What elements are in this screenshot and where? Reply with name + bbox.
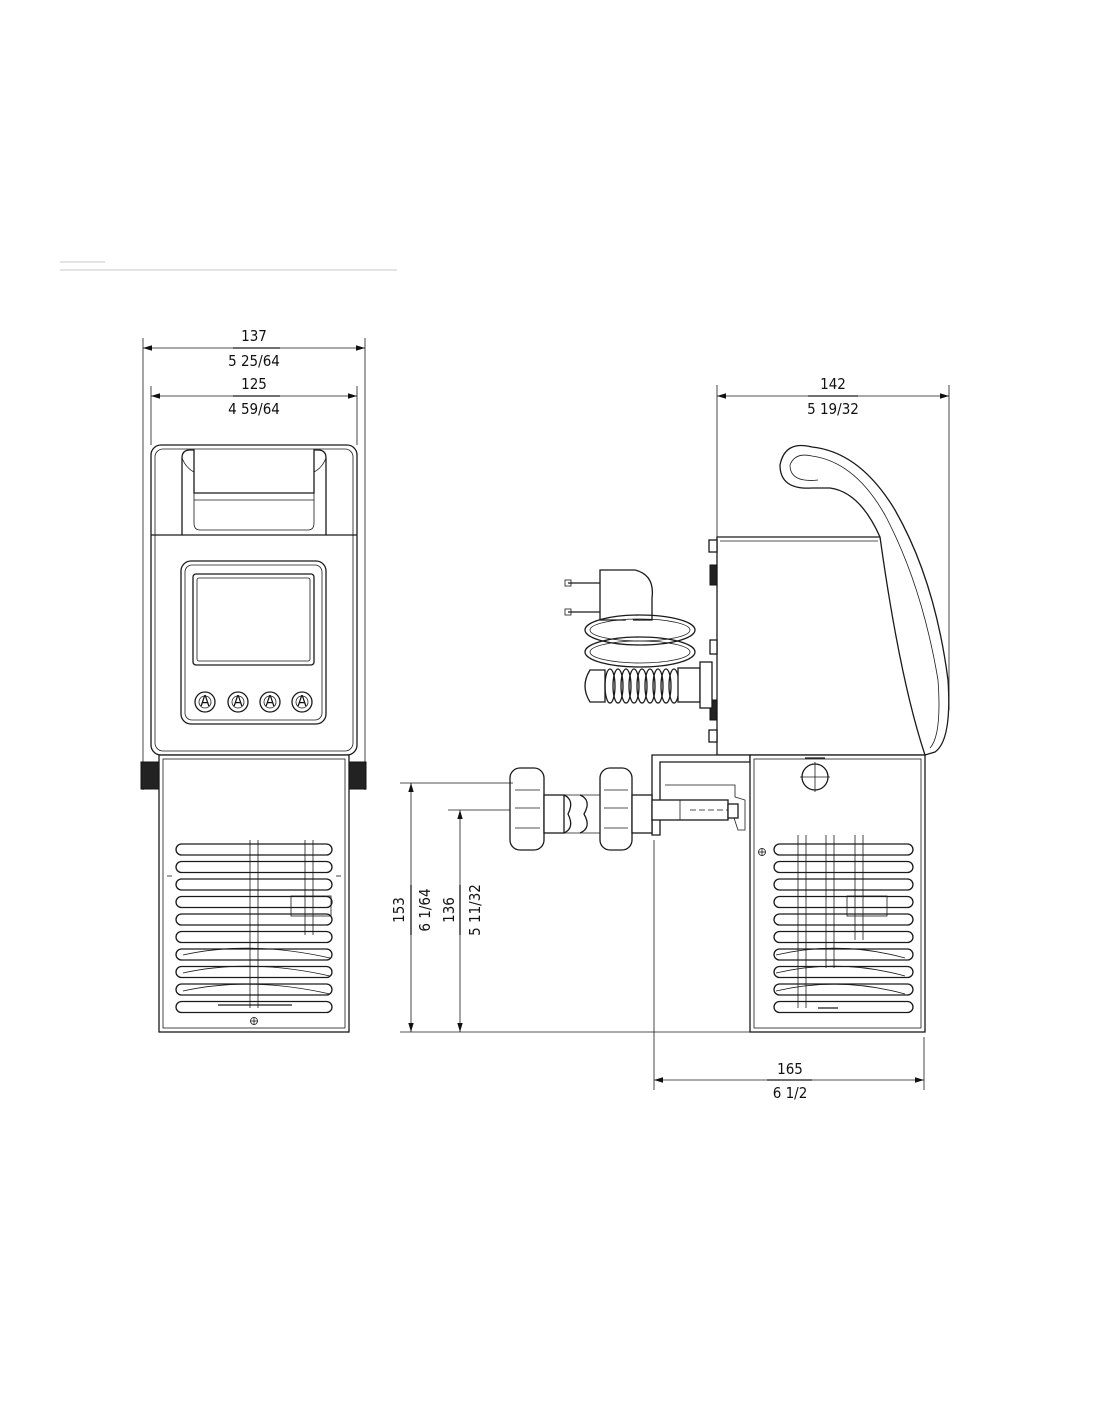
display-screen bbox=[192, 573, 315, 666]
vent-slot bbox=[773, 860, 914, 874]
clamp-knobs-front bbox=[140, 761, 367, 790]
side-view: 142 5 19/32 bbox=[390, 375, 950, 1102]
vent-slot bbox=[773, 843, 914, 856]
dimension-clamp-depth: 165 6 1/2 bbox=[653, 840, 925, 1102]
side-handle bbox=[779, 444, 950, 756]
screw-icon bbox=[250, 1017, 258, 1025]
cord-end bbox=[584, 669, 606, 703]
overall-width-imperial: 5 25/64 bbox=[228, 352, 280, 370]
cord-strain-spring bbox=[584, 668, 680, 704]
svg-text:A: A bbox=[265, 692, 275, 710]
spring-coil bbox=[620, 668, 632, 704]
depth-metric: 142 bbox=[820, 375, 846, 393]
dimension-depth: 142 5 19/32 bbox=[716, 375, 950, 710]
overall-width-metric: 137 bbox=[241, 327, 267, 345]
vent-slot bbox=[773, 895, 914, 909]
clamp-knob-2[interactable] bbox=[599, 767, 633, 851]
depth-imperial: 5 19/32 bbox=[807, 400, 859, 418]
inner-width-metric: 125 bbox=[241, 375, 267, 393]
inner-width-imperial: 4 59/64 bbox=[228, 400, 280, 418]
dimension-clamp-inner-height: 136 5 11/32 bbox=[440, 809, 510, 1032]
dimension-overall-width: 137 5 25/64 bbox=[142, 327, 366, 790]
heater-coil-front bbox=[182, 840, 332, 1008]
header-rule bbox=[60, 261, 397, 271]
dimension-inner-width: 125 4 59/64 bbox=[150, 375, 358, 445]
control-button-4[interactable]: A bbox=[291, 691, 313, 713]
vent-slot bbox=[175, 878, 333, 891]
spring-coil bbox=[644, 668, 656, 704]
spring-coil bbox=[660, 668, 672, 704]
vent-slot bbox=[773, 1000, 914, 1014]
front-view: 137 5 25/64 125 4 59/64 bbox=[140, 327, 367, 1033]
vent-slot bbox=[175, 948, 333, 961]
button-row: A A A A bbox=[194, 691, 313, 713]
spring-coil bbox=[628, 668, 640, 704]
control-button-1[interactable]: A bbox=[194, 691, 216, 713]
vent-slot bbox=[175, 843, 333, 856]
clamp-height-metric: 153 bbox=[390, 897, 408, 923]
vent-slot bbox=[773, 913, 914, 926]
vent-slot bbox=[175, 895, 333, 909]
pivot-icon bbox=[800, 757, 830, 792]
spring-coil bbox=[612, 668, 624, 704]
vent-slot bbox=[175, 1000, 333, 1014]
spring-coil bbox=[652, 668, 664, 704]
vent-slot bbox=[773, 878, 914, 891]
clamp-inner-height-metric: 136 bbox=[440, 897, 458, 923]
clamp-height-imperial: 6 1/64 bbox=[416, 888, 434, 931]
dimension-clamp-height: 153 6 1/64 bbox=[390, 782, 750, 1033]
clamp-inner-height-imperial: 5 11/32 bbox=[466, 884, 484, 936]
clamp-assembly bbox=[509, 754, 751, 851]
vent-slot bbox=[175, 913, 333, 926]
svg-text:A: A bbox=[297, 692, 307, 710]
clamp-depth-imperial: 6 1/2 bbox=[773, 1084, 808, 1102]
power-cord bbox=[564, 569, 713, 709]
control-button-3[interactable]: A bbox=[259, 691, 281, 713]
heater-coil-side bbox=[775, 835, 906, 1009]
vent-slot bbox=[773, 948, 914, 961]
vent-slot bbox=[773, 930, 914, 944]
svg-text:A: A bbox=[233, 692, 243, 710]
svg-text:A: A bbox=[200, 692, 210, 710]
spring-coil bbox=[604, 668, 616, 704]
control-panel: A A A A bbox=[180, 560, 327, 725]
screw-icon bbox=[758, 848, 766, 856]
control-button-2[interactable]: A bbox=[227, 691, 249, 713]
side-lower-housing bbox=[749, 754, 926, 1033]
front-lower-housing bbox=[158, 754, 350, 1033]
side-housing bbox=[708, 444, 950, 756]
clamp-knob-1[interactable] bbox=[509, 767, 545, 851]
side-vent-slots bbox=[773, 843, 914, 1014]
spring-coil bbox=[636, 668, 648, 704]
vent-slot bbox=[175, 930, 333, 944]
clamp-depth-metric: 165 bbox=[777, 1060, 803, 1078]
vent-slot bbox=[175, 860, 333, 874]
